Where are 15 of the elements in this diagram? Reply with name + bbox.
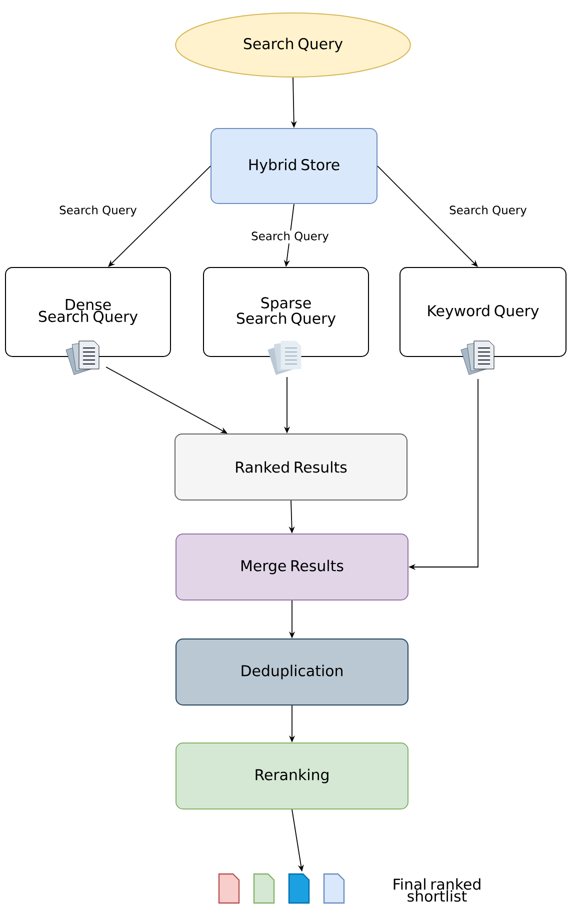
process-box: Dense Search Query: [5, 267, 171, 375]
process-box: Keyword Query: [400, 267, 566, 375]
edge-label: Search Query: [250, 230, 330, 244]
process-box: Sparse Search Query: [203, 267, 369, 375]
process-box: Reranking: [176, 742, 408, 810]
process-box: Deduplication: [176, 638, 408, 706]
edge-label: Search Query: [58, 204, 138, 218]
arrow: [377, 166, 478, 267]
caption-text: Final ranked shortlist: [394, 878, 480, 902]
arrow: [108, 166, 211, 267]
process-box: Hybrid Store: [210, 128, 378, 204]
process-box: Ranked Results: [174, 434, 408, 500]
process-box: Merge Results: [176, 534, 408, 600]
document-icons: [218, 873, 345, 904]
edge-label: Search Query: [448, 204, 528, 218]
